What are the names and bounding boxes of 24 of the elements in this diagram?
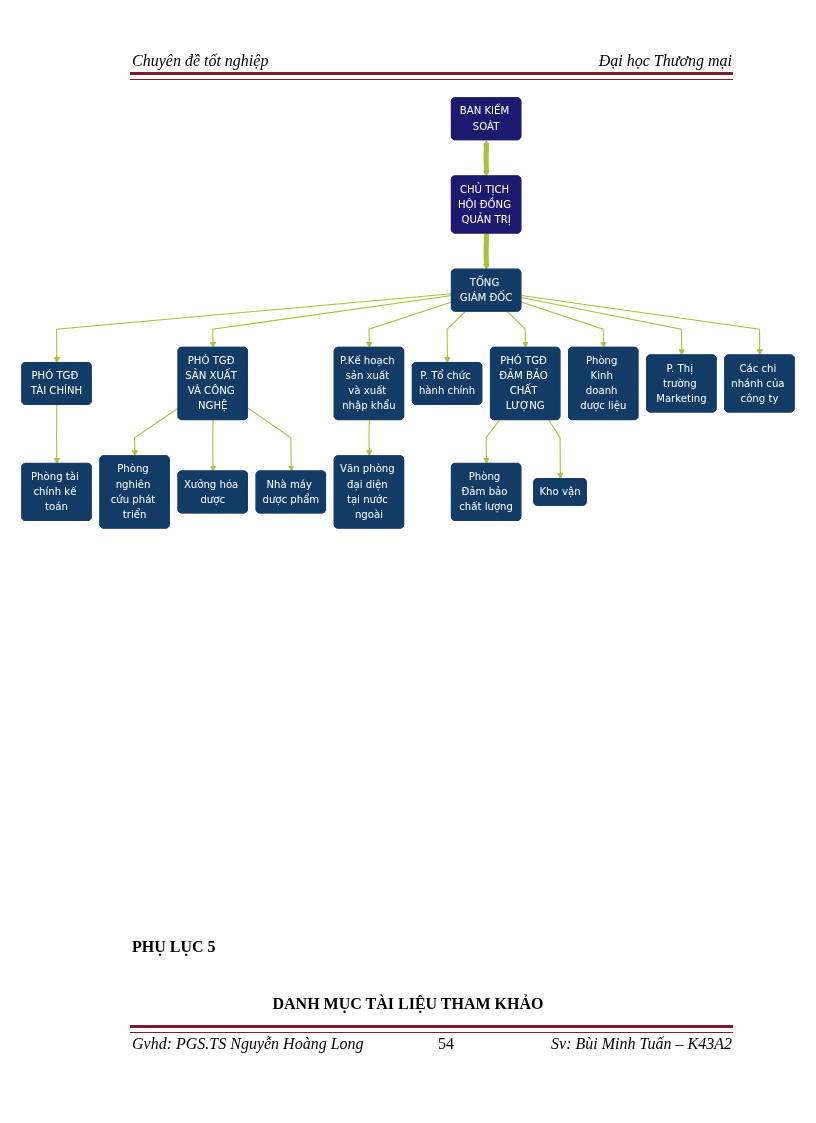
- arrow: [506, 310, 529, 348]
- arrow: [247, 407, 295, 472]
- arrow: [444, 310, 467, 364]
- arrow: [483, 419, 501, 465]
- appendix-heading: PHỤ LỤC 5: [132, 938, 216, 956]
- arrow: [209, 294, 453, 348]
- footer-text: Gvhd: PGS.TS Nguyễn Hoàng Long: [132, 1035, 364, 1053]
- arrow: [520, 296, 685, 356]
- arrow: [520, 294, 763, 356]
- section-title: DANH MỤC TÀI LIỆU THAM KHẢO: [271, 995, 545, 1013]
- arrow: [548, 419, 564, 480]
- arrow: [483, 140, 490, 177]
- arrow: [483, 233, 490, 270]
- footer-text: Sv: Bùi Minh Tuấn – K43A2: [551, 1035, 732, 1053]
- header-text: Chuyên đề tốt nghiệp: [132, 52, 269, 70]
- arrow: [53, 404, 60, 465]
- header-text: Đại học Thương mại: [598, 52, 732, 70]
- arrow: [366, 419, 373, 457]
- page-number: 54: [438, 1035, 454, 1053]
- arrow: [366, 301, 453, 348]
- arrow: [53, 293, 453, 364]
- arrow: [209, 419, 217, 472]
- arrow: [131, 407, 179, 457]
- arrow: [520, 301, 607, 348]
